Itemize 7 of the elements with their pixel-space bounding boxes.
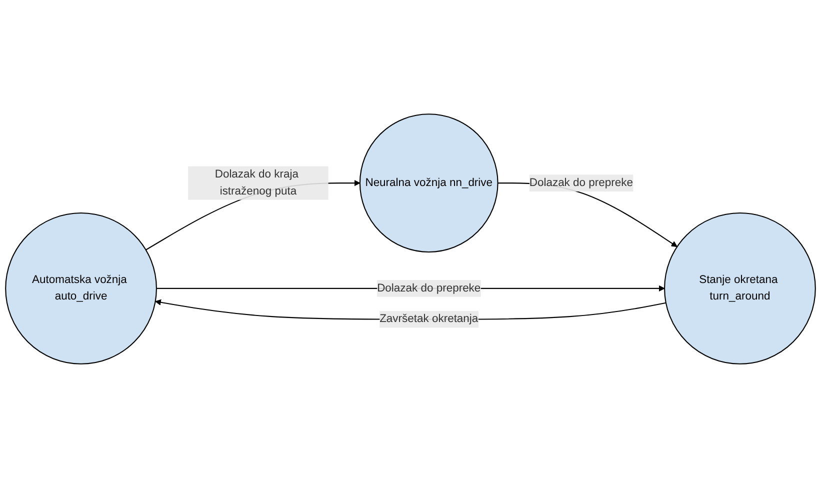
node-circle: Stanje okretana turn_around: [664, 212, 816, 364]
edge-label: Dolazak do kraja istraženog puta: [214, 168, 298, 198]
node-circle: Neuralna vožnja nn_drive: [359, 114, 498, 252]
node-circle: Automatska vožnja auto_drive: [5, 212, 157, 364]
edge-label: Dolazak do prepreke: [529, 176, 633, 189]
edge-label: Završetak okretanja: [380, 313, 478, 325]
edge-label: Dolazak do prepreke: [377, 282, 481, 294]
